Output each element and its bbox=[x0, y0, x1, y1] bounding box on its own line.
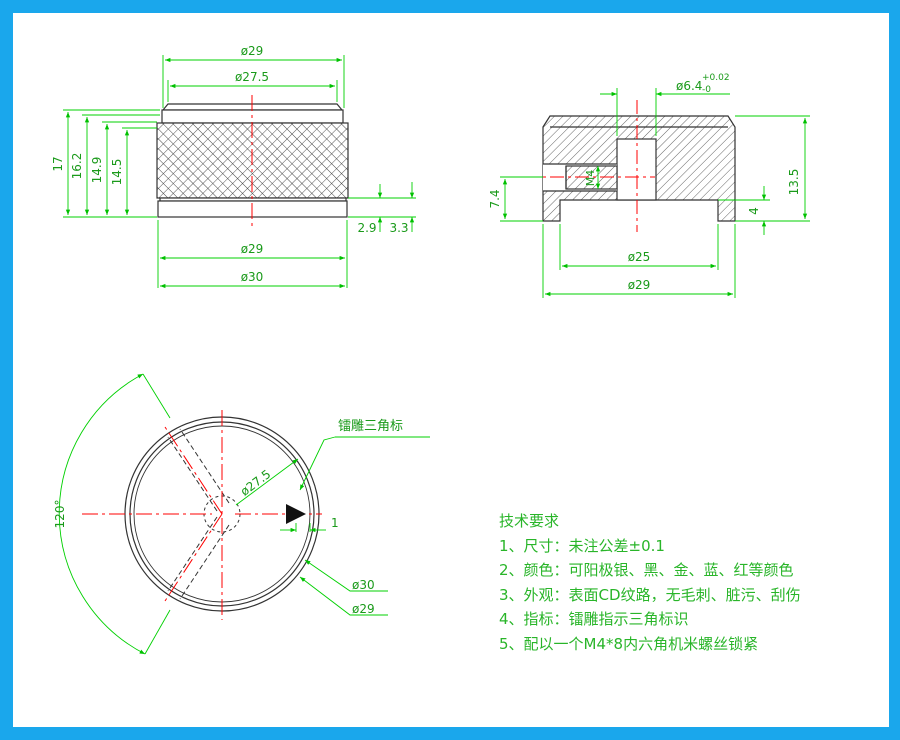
note-item: 1、尺寸：未注公差±0.1 bbox=[499, 536, 665, 555]
note-item: 4、指标：镭雕指示三角标识 bbox=[499, 610, 689, 628]
dim-4: 4 bbox=[747, 207, 761, 215]
dim-hole-diameter: ø6.4 bbox=[676, 79, 702, 93]
section-view: ø6.4 +0.02 -0 M4 7.4 13.5 4 ø25 ø29 bbox=[488, 73, 810, 298]
dim-h17: 17 bbox=[51, 156, 65, 171]
top-view-dimensions: 镭雕三角标 ø27.5 ø30 ø29 120° 1 bbox=[53, 373, 430, 655]
top-view: 镭雕三角标 ø27.5 ø30 ø29 120° 1 bbox=[53, 373, 430, 655]
drawing-sheet: ø29 ø27.5 ø29 ø30 17 16.2 14.9 14.5 2.9 … bbox=[13, 13, 889, 727]
dim-top-1: 1 bbox=[331, 516, 339, 530]
dim-top-27-5: ø27.5 bbox=[238, 467, 274, 499]
front-view: ø29 ø27.5 ø29 ø30 17 16.2 14.9 14.5 2.9 … bbox=[51, 44, 416, 289]
dim-7-4: 7.4 bbox=[488, 189, 502, 208]
top-view-centerlines bbox=[82, 410, 322, 620]
dim-29: ø29 bbox=[628, 278, 651, 292]
note-item: 3、外观：表面CD纹路，无毛刺、脏污、刮伤 bbox=[499, 585, 801, 604]
dim-bottom-30: ø30 bbox=[241, 270, 264, 284]
note-item: 2、颜色：可阳极银、黑、金、蓝、红等颜色 bbox=[499, 561, 794, 579]
dim-top-29: ø29 bbox=[352, 602, 375, 616]
dim-top-30: ø30 bbox=[352, 578, 375, 592]
note-item: 5、配以一个M4*8内六角机米螺丝锁紧 bbox=[499, 634, 759, 653]
dim-angle-120: 120° bbox=[53, 500, 67, 529]
dim-13-5: 13.5 bbox=[787, 169, 801, 196]
dim-bottom-29: ø29 bbox=[241, 242, 264, 256]
callout-engrave: 镭雕三角标 bbox=[338, 419, 403, 434]
dim-2-9: 2.9 bbox=[357, 221, 376, 235]
technical-requirements: 技术要求 1、尺寸：未注公差±0.1 2、颜色：可阳极银、黑、金、蓝、红等颜色 … bbox=[499, 509, 801, 656]
dim-top-outer: ø29 bbox=[241, 44, 264, 58]
dim-25: ø25 bbox=[628, 250, 651, 264]
dim-top-inner: ø27.5 bbox=[235, 70, 269, 84]
dim-3-3: 3.3 bbox=[389, 221, 408, 235]
dim-h14-9: 14.9 bbox=[90, 157, 104, 184]
engraved-triangle-mark bbox=[286, 504, 306, 524]
section-view-body bbox=[542, 115, 736, 222]
section-view-dimensions: ø6.4 +0.02 -0 M4 7.4 13.5 4 ø25 ø29 bbox=[488, 73, 810, 298]
dim-h16-2: 16.2 bbox=[70, 153, 84, 180]
technical-drawing: ø29 ø27.5 ø29 ø30 17 16.2 14.9 14.5 2.9 … bbox=[51, 44, 810, 655]
dim-m4: M4 bbox=[584, 170, 597, 187]
dim-hole-tol-lower: -0 bbox=[702, 85, 711, 95]
front-view-dimensions: ø29 ø27.5 ø29 ø30 17 16.2 14.9 14.5 2.9 … bbox=[51, 44, 416, 289]
dim-h14-5: 14.5 bbox=[110, 159, 124, 186]
dim-hole-tol-upper: +0.02 bbox=[702, 73, 730, 83]
notes-title: 技术要求 bbox=[499, 512, 560, 530]
